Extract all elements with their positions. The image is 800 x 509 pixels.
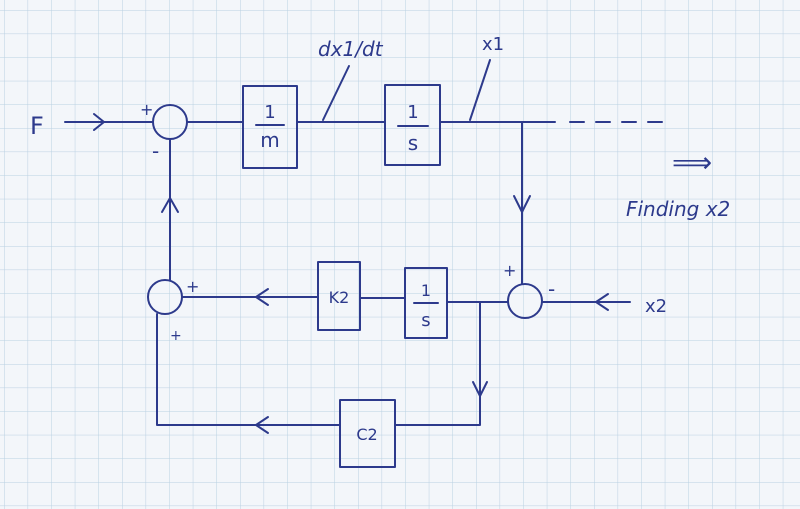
block-damper-c2 <box>339 399 396 468</box>
arrow-left-icon <box>255 288 269 306</box>
summing-junction-3 <box>147 279 183 315</box>
arrow-left-icon <box>255 416 269 434</box>
block-integrator-top-numerator: 1 <box>407 102 418 123</box>
block-integrator-top-denominator: s <box>408 131 418 155</box>
sum2-plus-sign: + <box>503 261 516 280</box>
block-integrator-top <box>384 84 441 166</box>
arrow-down-icon <box>472 381 488 397</box>
note-finding-x2: Finding x2 <box>626 197 730 221</box>
leader-line <box>322 65 350 121</box>
arrow-up-icon <box>161 197 179 213</box>
sum3-plus-right-sign: + <box>186 277 199 296</box>
damper-return-line <box>156 313 341 426</box>
block-spring-label: K2 <box>329 288 350 307</box>
block-integrator-bottom-denominator: s <box>421 310 430 331</box>
block-integrator-bottom <box>404 267 448 339</box>
note-arrow-icon: ⟹ <box>672 146 712 179</box>
block-mass-numerator: 1 <box>264 102 275 123</box>
block-mass <box>242 85 298 169</box>
arrow-down-icon <box>513 195 531 213</box>
block-mass-denominator: m <box>260 128 279 152</box>
sum1-plus-sign: + <box>140 100 153 119</box>
arrow-left-icon <box>595 293 609 311</box>
block-integrator-bottom-numerator: 1 <box>421 281 431 300</box>
arrow-right-icon <box>93 113 105 131</box>
leader-line <box>469 59 491 121</box>
sum2-minus-sign: - <box>548 277 555 301</box>
sum3-plus-bottom-sign: + <box>170 328 182 344</box>
block-damper-label: C2 <box>356 425 377 444</box>
output-label-x1: x1 <box>482 34 504 55</box>
second-input-label-x2: x2 <box>645 296 667 317</box>
sum1-minus-sign: - <box>152 139 159 163</box>
derivative-label: dx1/dt <box>318 37 384 61</box>
damper-branch-line <box>394 301 481 426</box>
input-label-f: F <box>30 112 44 140</box>
